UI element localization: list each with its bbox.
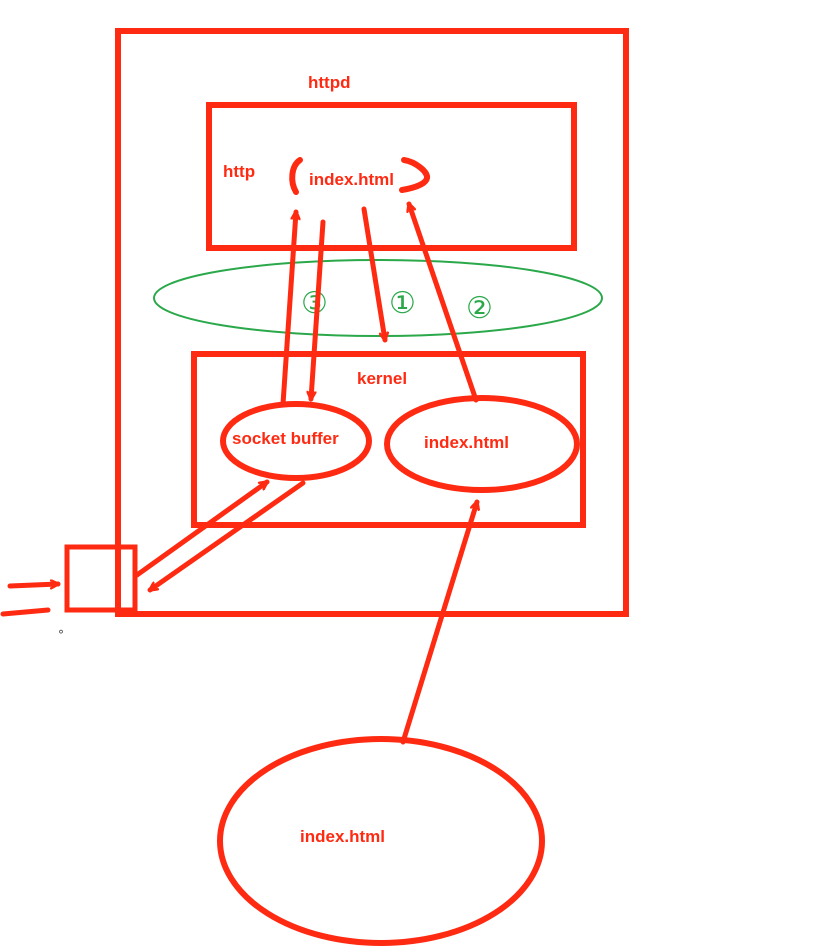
httpd-box bbox=[115, 28, 629, 617]
disk-file-label: index.html bbox=[300, 827, 385, 846]
arrow-http-to-socket-buffer bbox=[311, 219, 326, 402]
arrow-socket-buffer-to-nic bbox=[147, 480, 306, 593]
right-brace bbox=[399, 157, 430, 193]
arrow-disk-to-kernel-file bbox=[400, 499, 477, 745]
http-label: http bbox=[223, 162, 255, 181]
left-brace bbox=[289, 157, 303, 195]
http-file-label: index.html bbox=[309, 170, 394, 189]
httpd-label: httpd bbox=[308, 73, 350, 92]
arrow-nic-to-socket-buffer bbox=[134, 479, 270, 578]
syscall-boundary-ellipse bbox=[153, 259, 603, 337]
step-2-marker: ② bbox=[466, 291, 493, 326]
disk-file-node bbox=[217, 736, 545, 946]
socket-buffer-label: socket buffer bbox=[232, 429, 339, 448]
network-out-line bbox=[0, 607, 51, 617]
arrow-socket-buffer-to-http bbox=[280, 209, 296, 407]
arrow-network-in bbox=[7, 584, 61, 586]
http-box bbox=[206, 102, 577, 251]
kernel-file-node bbox=[384, 395, 580, 493]
kernel-file-label: index.html bbox=[424, 433, 509, 452]
arrow-http-to-kernel bbox=[361, 206, 385, 343]
kernel-box bbox=[191, 351, 586, 528]
step-1-marker: ① bbox=[389, 286, 416, 321]
network-card-box bbox=[64, 544, 138, 613]
small-dot-mark: ° bbox=[58, 628, 64, 642]
socket-buffer-node bbox=[220, 401, 372, 481]
kernel-label: kernel bbox=[357, 369, 407, 388]
arrow-kernel-file-to-http bbox=[409, 201, 479, 403]
